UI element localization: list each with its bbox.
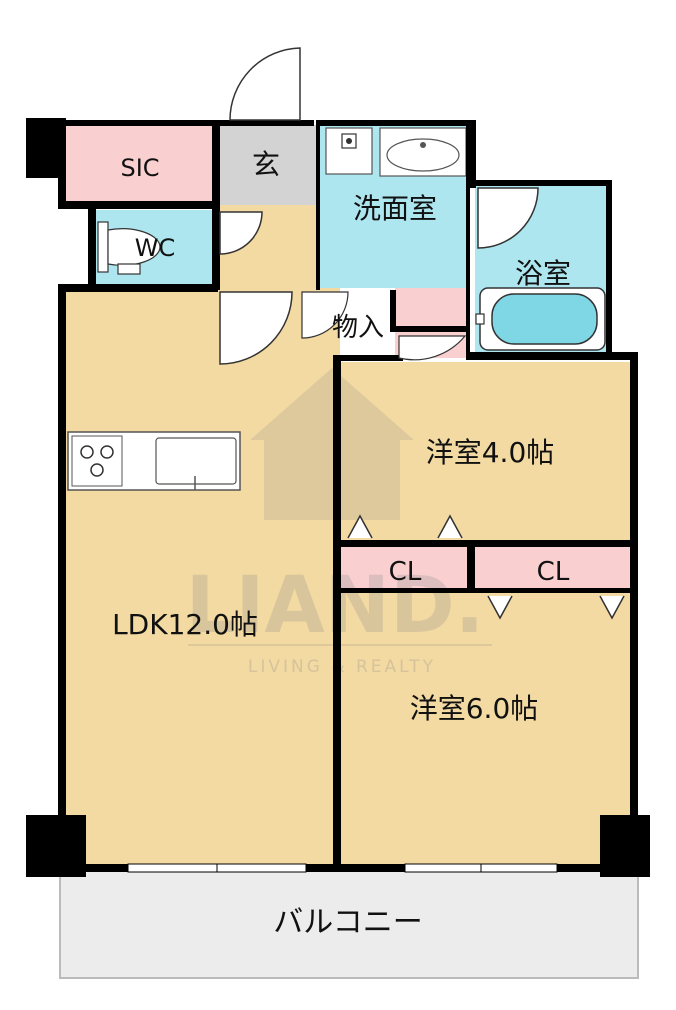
sink-icon: [155, 437, 237, 485]
bath-door: [477, 187, 539, 249]
label-wc: WC: [135, 234, 176, 262]
balcony-floor: [59, 869, 639, 979]
kitchen-counter: [67, 431, 241, 491]
watermark-tagline: LIVING & REALTY: [248, 657, 436, 677]
senmen-door: [398, 335, 467, 361]
washing-machine-icon: [325, 127, 373, 175]
label-genkan: 玄: [252, 148, 280, 181]
windows: [127, 863, 558, 873]
sic-floor: [64, 125, 216, 201]
watermark-house-icon: [250, 368, 414, 520]
label-sic: SIC: [120, 154, 159, 182]
walls: [26, 118, 650, 877]
column-bottom-left: [26, 815, 86, 877]
cl-right-door-2: [599, 595, 625, 620]
ldk-floor: [64, 290, 336, 865]
fixtures: [67, 127, 606, 491]
wash-basin-icon: [379, 127, 467, 177]
cl-right-door: [487, 595, 513, 620]
column-top-left: [26, 118, 66, 178]
doors: [219, 47, 625, 620]
column-bottom-right: [600, 815, 650, 877]
label-yoshitsu-large: 洋室6.0帖: [410, 692, 539, 725]
cl-left-floor: [341, 546, 469, 590]
label-cl-left: CL: [389, 557, 422, 587]
genkan-floor: [220, 125, 316, 205]
wc-door: [219, 211, 263, 255]
label-yoshitsu-small: 洋室4.0帖: [426, 436, 555, 469]
ldk-door: [219, 291, 293, 365]
label-senmen: 洗面室: [353, 192, 437, 225]
monoire-door: [301, 291, 349, 339]
cl-right-floor: [475, 546, 631, 590]
label-cl-right: CL: [537, 557, 570, 587]
yoshitsu-small-floor: [341, 362, 631, 542]
label-monoire: 物入: [332, 313, 384, 343]
room-labels: SIC 玄 洗面室 WC 浴室 物入 洋室4.0帖 CL CL LDK12.0帖…: [112, 148, 571, 940]
cl-left-door: [347, 514, 373, 539]
toilet-icon: [97, 221, 161, 275]
cl-left-door-2: [437, 514, 463, 539]
label-yokushitsu: 浴室: [515, 257, 571, 290]
yoshitsu-large-floor: [341, 590, 631, 865]
stove-icon: [71, 435, 123, 487]
entrance-door: [229, 47, 301, 121]
bathtub-icon: [475, 287, 606, 351]
label-ldk: LDK12.0帖: [112, 608, 258, 641]
label-balcony: バルコニー: [273, 905, 422, 940]
